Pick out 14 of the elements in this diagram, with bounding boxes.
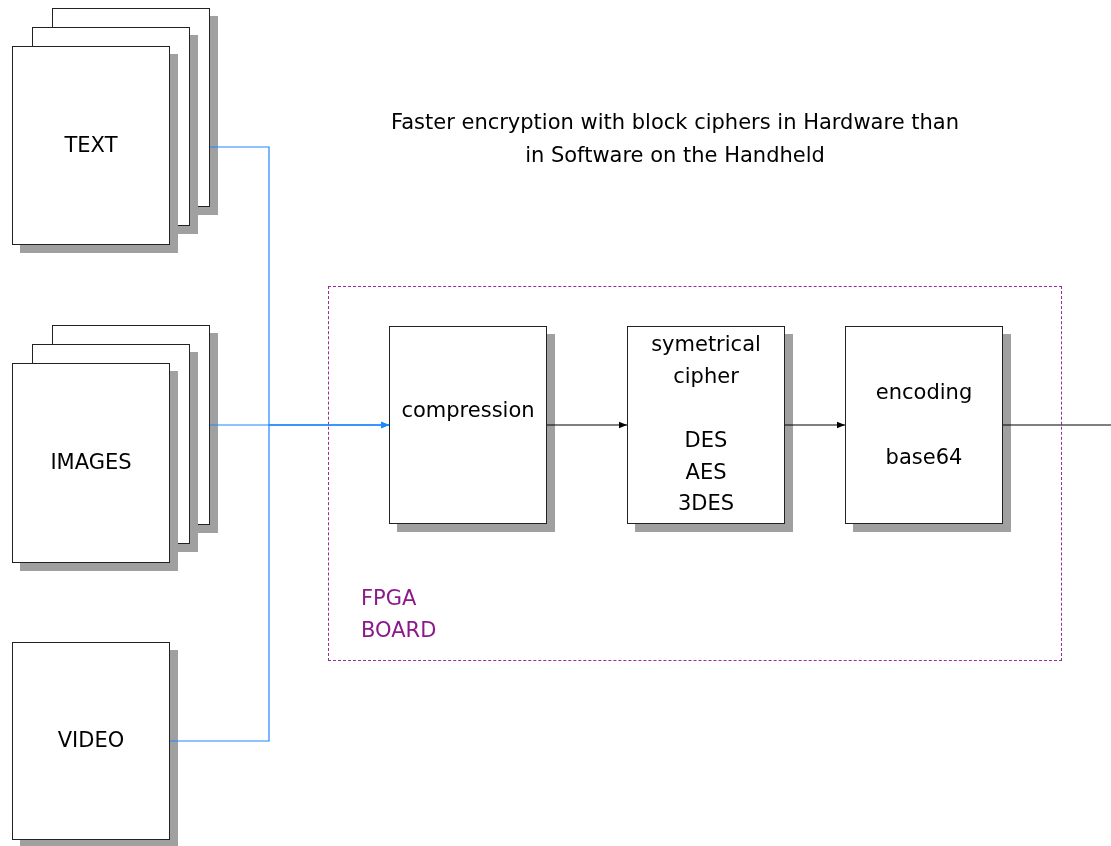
node-label: base64 — [884, 444, 964, 471]
arrow — [169, 421, 390, 742]
arrow — [546, 421, 628, 429]
arrow — [784, 421, 846, 429]
node-label: DES AES 3DES — [676, 427, 736, 517]
group-label: FPGA BOARD — [361, 585, 438, 644]
node-label: IMAGES — [49, 449, 133, 476]
node-label: encoding — [874, 379, 974, 406]
node-label: VIDEO — [56, 727, 126, 754]
title: Faster encryption with block ciphers in Hardware than in Software on the Handheld — [390, 109, 960, 169]
dashed-boundary — [328, 286, 1062, 661]
node-label: TEXT — [63, 131, 119, 159]
node-label: symetrical cipher — [650, 331, 762, 390]
node-label: compression — [400, 397, 536, 424]
